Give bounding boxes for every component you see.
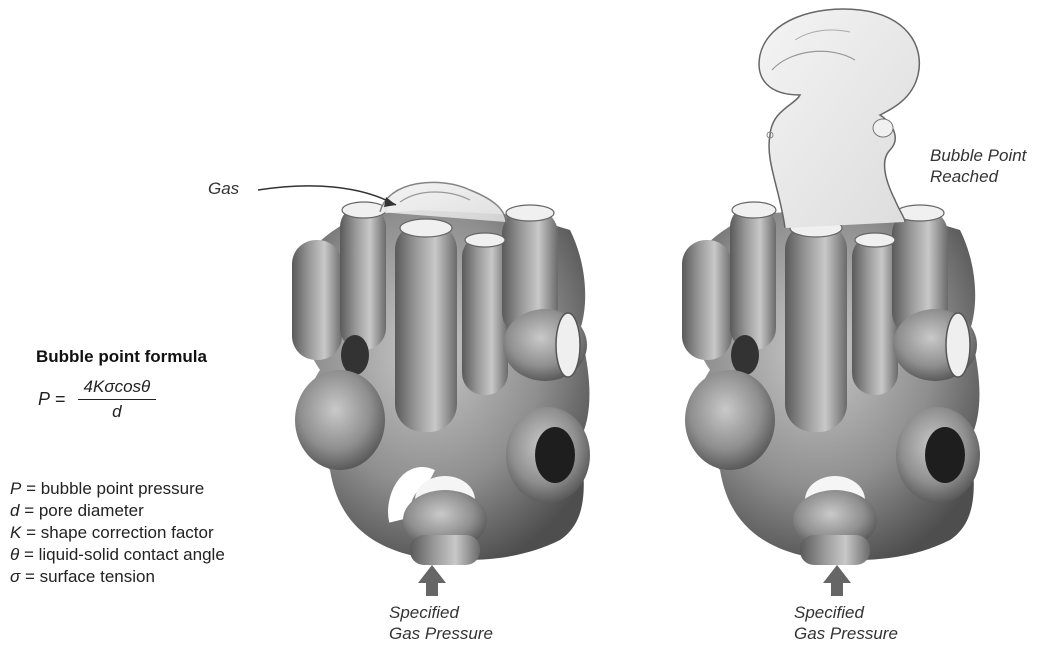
legend-item: K = shape correction factor: [10, 522, 225, 544]
legend-text: = pore diameter: [19, 501, 143, 520]
equation-fraction: 4Kσcosθ d: [78, 377, 157, 422]
formula-title: Bubble point formula: [36, 347, 207, 367]
legend-symbol: P: [10, 479, 21, 498]
right-pressure-label-line1: Specified: [794, 602, 898, 623]
right-pressure-arrow: [823, 565, 851, 596]
variable-legend: P = bubble point pressure d = pore diame…: [10, 478, 225, 588]
legend-text: = liquid-solid contact angle: [19, 545, 225, 564]
gas-pointer-arrow: [258, 186, 396, 205]
bubble-point-label-line2: Reached: [930, 166, 1026, 187]
left-pressure-label-line2: Gas Pressure: [389, 623, 493, 644]
bubble-point-label: Bubble Point Reached: [930, 145, 1026, 187]
gas-label: Gas: [208, 178, 239, 199]
legend-text: = bubble point pressure: [21, 479, 204, 498]
right-pressure-label: Specified Gas Pressure: [794, 602, 898, 644]
legend-symbol: θ: [10, 545, 19, 564]
legend-item: d = pore diameter: [10, 500, 225, 522]
equation-lhs-var: P: [38, 389, 50, 409]
legend-symbol: K: [10, 523, 21, 542]
bubble-point-equation: P = 4Kσcosθ d: [38, 377, 156, 422]
bubble-point-label-line1: Bubble Point: [930, 145, 1026, 166]
legend-symbol: σ: [10, 567, 20, 586]
equation-lhs: P =: [38, 389, 66, 410]
legend-item: θ = liquid-solid contact angle: [10, 544, 225, 566]
right-pressure-label-line2: Gas Pressure: [794, 623, 898, 644]
right-pore-structure: [682, 9, 980, 565]
equation-equals: =: [50, 389, 66, 409]
left-pore-structure: [292, 182, 590, 565]
left-pressure-label-line1: Specified: [389, 602, 493, 623]
equation-denominator: d: [78, 400, 157, 422]
left-pressure-arrow: [418, 565, 446, 596]
equation-numerator: 4Kσcosθ: [78, 377, 157, 400]
legend-text: = shape correction factor: [21, 523, 213, 542]
left-pressure-label: Specified Gas Pressure: [389, 602, 493, 644]
legend-item: P = bubble point pressure: [10, 478, 225, 500]
legend-item: σ = surface tension: [10, 566, 225, 588]
legend-text: = surface tension: [20, 567, 155, 586]
